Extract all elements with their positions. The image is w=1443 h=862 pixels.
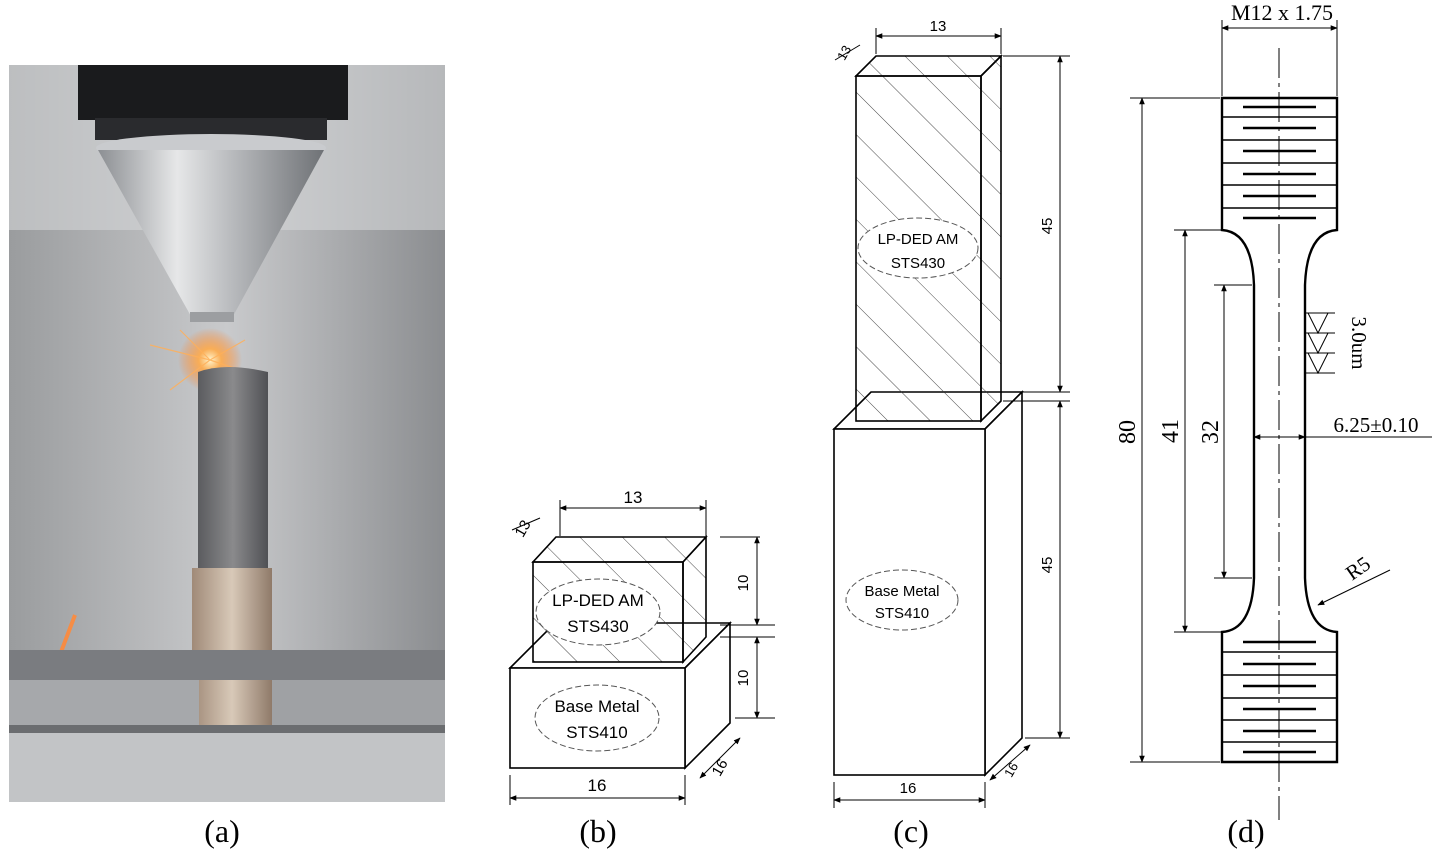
caption-b: (b) xyxy=(579,813,616,849)
b-dimension-lines xyxy=(509,500,775,805)
d-diameter: 6.25±0.10 xyxy=(1333,413,1418,437)
c-top-side-face xyxy=(980,54,1002,423)
c-bottom-label-line1: Base Metal xyxy=(864,583,939,600)
d-reduced-length: 41 xyxy=(1158,419,1184,443)
d-thread-label: M12 x 1.75 xyxy=(1231,0,1333,25)
c-top-label: LP-DED AM STS430 xyxy=(857,217,979,279)
vise-fixture xyxy=(9,725,445,802)
b-bottom-label-line1: Base Metal xyxy=(554,697,639,716)
nozzle-cone xyxy=(98,150,324,318)
b-dim-bottom-width: 16 xyxy=(588,776,607,795)
nozzle-head xyxy=(78,65,348,120)
d-gauge-length: 32 xyxy=(1198,420,1224,444)
b-dim-top-width: 13 xyxy=(624,488,643,507)
b-top-label-line1: LP-DED AM xyxy=(552,591,644,610)
c-bottom-side-face xyxy=(984,390,1023,777)
b-top-top-face xyxy=(531,536,708,563)
caption-a: (a) xyxy=(204,813,240,849)
c-dim-bottom-height: 45 xyxy=(1039,557,1056,574)
c-top-label-line1: LP-DED AM xyxy=(878,231,959,248)
b-top-side-face xyxy=(682,534,707,665)
panel-a-photo xyxy=(9,65,445,802)
c-dim-top-width: 13 xyxy=(930,18,947,35)
b-dim-top-height: 10 xyxy=(735,575,752,592)
specimen-outline xyxy=(1220,96,1339,764)
b-dim-bottom-height: 10 xyxy=(735,670,752,687)
caption-c: (c) xyxy=(893,813,929,849)
panel-c-drawing xyxy=(832,54,1024,777)
d-total-length: 80 xyxy=(1115,420,1141,444)
c-dim-top-depth: 13 xyxy=(834,43,854,63)
c-dim-bottom-depth: 16 xyxy=(1001,760,1021,780)
c-top-label-line2: STS430 xyxy=(891,255,945,272)
b-top-label-line2: STS430 xyxy=(567,617,628,636)
b-dim-bottom-depth: 16 xyxy=(709,756,732,779)
c-dimension-lines xyxy=(833,28,1070,808)
b-bottom-label-line2: STS410 xyxy=(566,723,627,742)
b-dim-top-depth: 13 xyxy=(512,517,535,540)
panel-d-drawing xyxy=(1220,48,1339,820)
substrate-block xyxy=(192,568,272,728)
c-bottom-label: Base Metal STS410 xyxy=(845,569,959,631)
caption-d: (d) xyxy=(1227,813,1264,849)
c-bottom-label-line2: STS410 xyxy=(875,605,929,622)
c-dim-top-height: 45 xyxy=(1039,218,1056,235)
b-top-label: LP-DED AM STS430 xyxy=(535,578,661,646)
c-dim-bottom-width: 16 xyxy=(900,780,917,797)
b-bottom-label: Base Metal STS410 xyxy=(534,684,660,752)
d-dimension-lines xyxy=(1130,20,1432,763)
deposited-wall xyxy=(198,367,268,570)
d-roughness: 3.0um xyxy=(1347,316,1371,369)
c-top-top-face xyxy=(854,55,1003,77)
